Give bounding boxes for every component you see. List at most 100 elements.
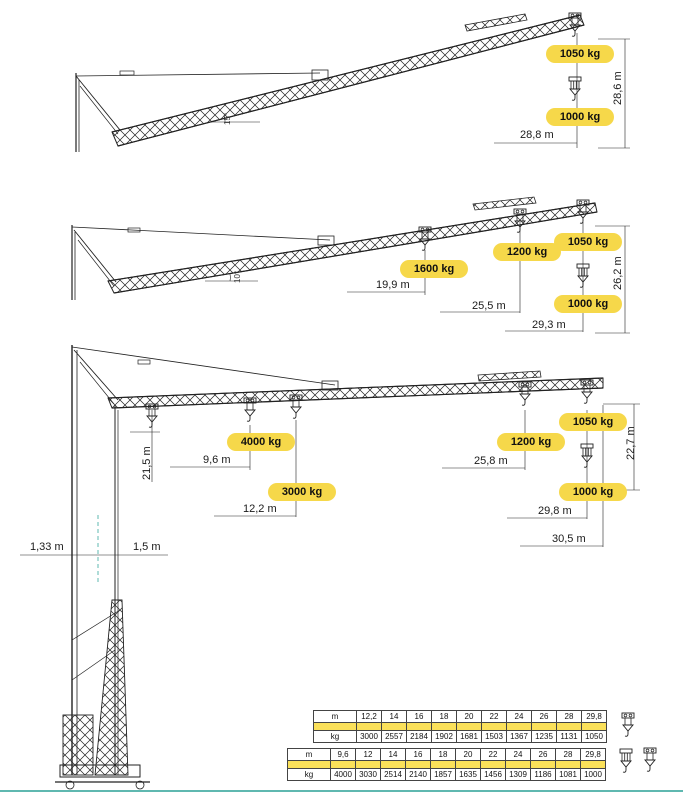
table-2-highlight-1 (355, 760, 381, 769)
config-2-load-3: 1050 kg (554, 233, 622, 251)
table-1-highlight-7 (531, 722, 557, 731)
table-2-m-4: 18 (430, 748, 456, 761)
table-2-highlight-3 (405, 760, 431, 769)
table-1-m-5: 22 (481, 710, 507, 723)
table-1-unit-kg: kg (313, 730, 357, 743)
table-2-kg-5: 1635 (455, 768, 481, 781)
table-2-m-6: 22 (480, 748, 506, 761)
table-2-highlight-row (287, 760, 606, 769)
config-3-load-5: 1000 kg (559, 483, 627, 501)
config-3-load-4: 1050 kg (559, 413, 627, 431)
table-2-m-5: 20 (455, 748, 481, 761)
config-3-load-3: 1200 kg (497, 433, 565, 451)
table-2-highlight-6 (480, 760, 506, 769)
table-1-kg-0: 3000 (356, 730, 382, 743)
table-1-highlight-4 (456, 722, 482, 731)
ground-line (0, 790, 683, 792)
table-1-m-3: 18 (431, 710, 457, 723)
config-3-reach-1: 9,6 m (203, 454, 231, 466)
table-1-m-9: 29,8 (581, 710, 607, 723)
table-1-kg-1: 2557 (381, 730, 407, 743)
table-1-m-1: 14 (381, 710, 407, 723)
config-1-load-1: 1050 kg (546, 45, 614, 63)
config-2-angle: 10° (233, 270, 242, 283)
config-1-load-2: 1000 kg (546, 108, 614, 126)
table-1-kg-2: 2184 (406, 730, 432, 743)
table-2-kg-9: 1081 (555, 768, 581, 781)
table-1-m-6: 24 (506, 710, 532, 723)
config-3-reach-5: 30,5 m (552, 533, 586, 545)
table-2-m-9: 28 (555, 748, 581, 761)
table-1-m-4: 20 (456, 710, 482, 723)
table-2-unit-m: m (287, 748, 331, 761)
table-2-kg-10: 1000 (580, 768, 606, 781)
config-3-offset-left: 1,33 m (30, 541, 64, 553)
table-2-m-8: 26 (530, 748, 556, 761)
table-1-kg-8: 1131 (556, 730, 582, 743)
table-1-kg-9: 1050 (581, 730, 607, 743)
table-1-m-0: 12,2 (356, 710, 382, 723)
config-2-reach-3: 29,3 m (532, 319, 566, 331)
config-3-offset-right: 1,5 m (133, 541, 161, 553)
table-2-highlight-4 (430, 760, 456, 769)
config-2-load-4: 1000 kg (554, 295, 622, 313)
table-2-m-10: 29,8 (580, 748, 606, 761)
table-2-kg-6: 1456 (480, 768, 506, 781)
config-3-reach-2: 12,2 m (243, 503, 277, 515)
table-2-highlight-0 (330, 760, 356, 769)
config-2-crane (71, 196, 630, 334)
config-3-load-1: 4000 kg (227, 433, 295, 451)
table-2-kg-4: 1857 (430, 768, 456, 781)
config-1-reach: 28,8 m (520, 129, 554, 141)
table-2-m-1: 12 (355, 748, 381, 761)
table-1-highlight-3 (431, 722, 457, 731)
table-1-kg-6: 1367 (506, 730, 532, 743)
table-2-unit-kg: kg (287, 768, 331, 781)
table-2-highlight-8 (530, 760, 556, 769)
table-2-m-7: 24 (505, 748, 531, 761)
table-1-m-7: 26 (531, 710, 557, 723)
table-hook-icons (619, 712, 657, 773)
config-1-height: 28,6 m (612, 71, 624, 105)
table-1-kg-7: 1235 (531, 730, 557, 743)
config-3-load-2: 3000 kg (268, 483, 336, 501)
table-1-m-8: 28 (556, 710, 582, 723)
table-2-kg-7: 1309 (505, 768, 531, 781)
table-2-highlight-10 (580, 760, 606, 769)
table-1-highlight-0 (356, 722, 382, 731)
table-2-m-3: 16 (405, 748, 431, 761)
config-2-height: 26,2 m (612, 256, 624, 290)
table-2-highlight-7 (505, 760, 531, 769)
table-1-highlight-6 (506, 722, 532, 731)
table-2-m-0: 9,6 (330, 748, 356, 761)
config-2-reach-1: 19,9 m (376, 279, 410, 291)
table-1-highlight-1 (381, 722, 407, 731)
config-3-hook-height: 21,5 m (141, 446, 153, 480)
table-2-kg-0: 4000 (330, 768, 356, 781)
table-2-kg-3: 2140 (405, 768, 431, 781)
config-1-angle: 15° (223, 112, 232, 125)
table-1-highlight-row (313, 722, 607, 731)
config-3-reach-3: 25,8 m (474, 455, 508, 467)
table-2-highlight-9 (555, 760, 581, 769)
table-2-highlight-2 (380, 760, 406, 769)
config-2-load-1: 1600 kg (400, 260, 468, 278)
config-1-crane (75, 13, 630, 152)
table-2-kg-1: 3030 (355, 768, 381, 781)
table-1-highlight-5 (481, 722, 507, 731)
table-1-highlight-2 (406, 722, 432, 731)
table-1-highlight-8 (556, 722, 582, 731)
table-1-highlight-9 (581, 722, 607, 731)
table-1-kg-3: 1902 (431, 730, 457, 743)
table-2-m-2: 14 (380, 748, 406, 761)
table-1-kg-4: 1681 (456, 730, 482, 743)
table-2-highlight-5 (455, 760, 481, 769)
config-2-load-2: 1200 kg (493, 243, 561, 261)
